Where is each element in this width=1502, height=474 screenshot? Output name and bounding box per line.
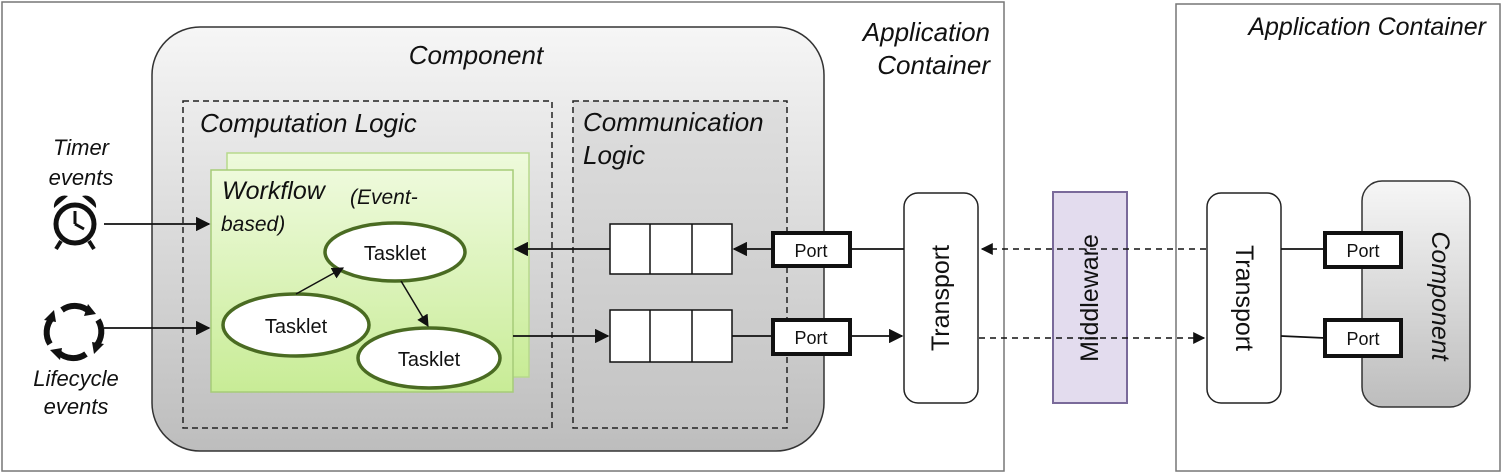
tasklet-arrow-top-to-right xyxy=(400,280,429,328)
communication-logic-label-line2: Logic xyxy=(583,140,645,170)
middleware-box xyxy=(1052,191,1128,404)
tasklet-left-label: Tasklet xyxy=(265,316,328,338)
alarm-clock-icon xyxy=(53,195,97,251)
communication-logic-label-line1: Communication xyxy=(583,107,764,137)
port-out-label: Port xyxy=(794,328,827,348)
transport-left xyxy=(903,192,979,404)
tasklet-top-label: Tasklet xyxy=(364,243,427,265)
computation-logic-box xyxy=(182,100,553,429)
remote-component-label: Component xyxy=(1426,231,1454,361)
computation-logic-label: Computation Logic xyxy=(200,108,417,138)
middleware-label: Middleware xyxy=(1076,234,1104,362)
tasklet-right-label: Tasklet xyxy=(398,349,461,371)
lifecycle-events-label-line2: events xyxy=(44,394,109,419)
workflow-sub-line2: based) xyxy=(221,213,285,236)
workflow-sub-line1: (Event- xyxy=(350,186,418,209)
timer-events-label-line1: Timer xyxy=(53,135,111,160)
remote-port-top xyxy=(1323,231,1403,269)
transport-left-label: Transport xyxy=(927,245,955,351)
left-container-label-line2: Container xyxy=(877,50,991,80)
tasklet-arrow-left-to-top xyxy=(295,267,345,295)
cycle-arrows-icon xyxy=(43,302,105,362)
remote-port-bottom xyxy=(1323,318,1403,358)
component-label: Component xyxy=(409,40,545,70)
workflow-label: Workflow xyxy=(222,177,327,205)
inbound-queue xyxy=(609,223,733,275)
transport-right-to-port-bottom xyxy=(1280,335,1326,339)
lifecycle-events-label-line1: Lifecycle xyxy=(33,366,119,391)
timer-events-label-line2: events xyxy=(49,165,114,190)
port-in xyxy=(771,231,852,268)
transport-right xyxy=(1206,192,1282,404)
left-container-label-line1: Application xyxy=(861,17,990,47)
tasklet-top xyxy=(323,221,467,283)
port-out xyxy=(771,318,852,356)
transport-right-label: Transport xyxy=(1230,245,1258,351)
tasklet-right xyxy=(356,326,502,390)
right-container-label: Application Container xyxy=(1246,13,1487,41)
remote-port-bottom-label: Port xyxy=(1346,329,1379,349)
remote-port-top-label: Port xyxy=(1346,241,1379,261)
port-in-label: Port xyxy=(794,241,827,261)
outbound-queue xyxy=(609,309,733,363)
